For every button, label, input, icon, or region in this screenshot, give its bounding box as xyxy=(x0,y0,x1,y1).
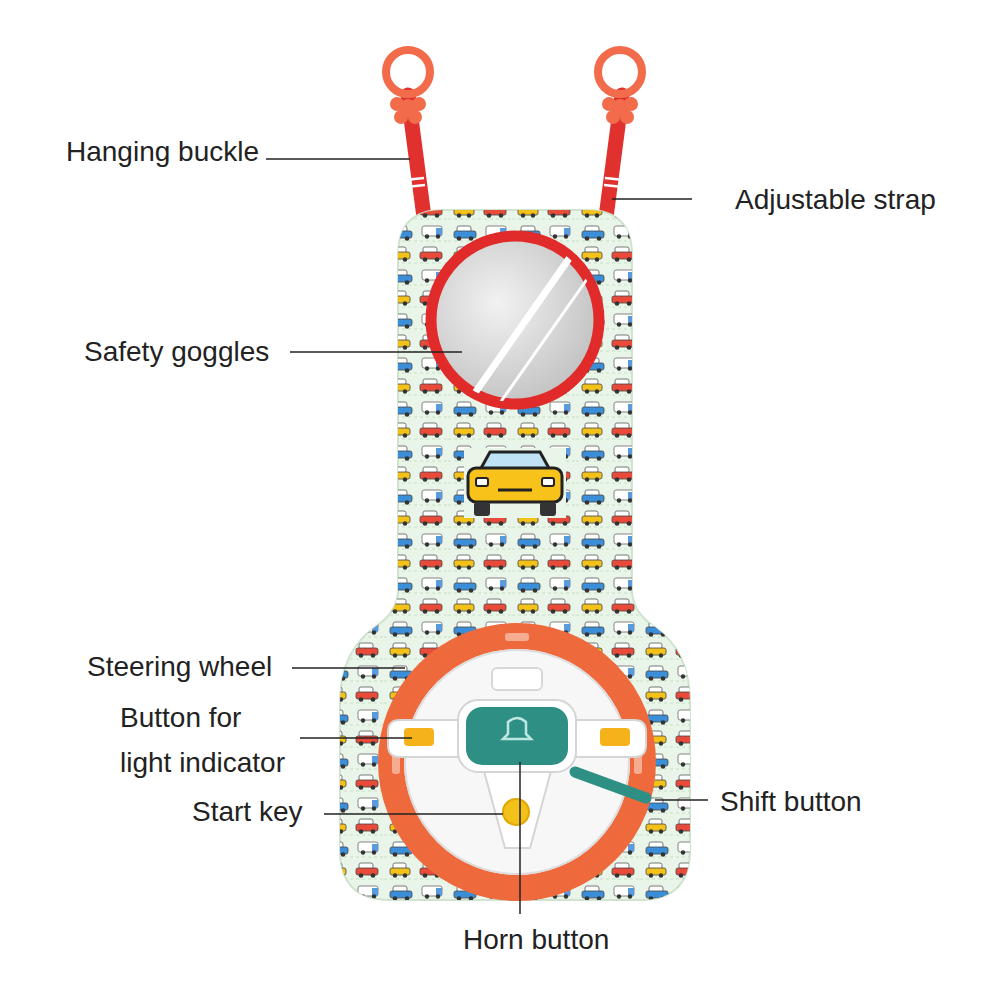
part-label: Hanging buckle xyxy=(66,130,259,175)
part-label: Safety goggles xyxy=(84,330,269,375)
part-label: Button for light indicator xyxy=(120,695,295,785)
part-label: Adjustable strap xyxy=(735,178,936,223)
part-label: Steering wheel xyxy=(87,645,272,690)
part-label: Start key xyxy=(192,790,302,835)
part-label: Horn button xyxy=(463,918,609,963)
part-label: Shift button xyxy=(720,780,862,825)
